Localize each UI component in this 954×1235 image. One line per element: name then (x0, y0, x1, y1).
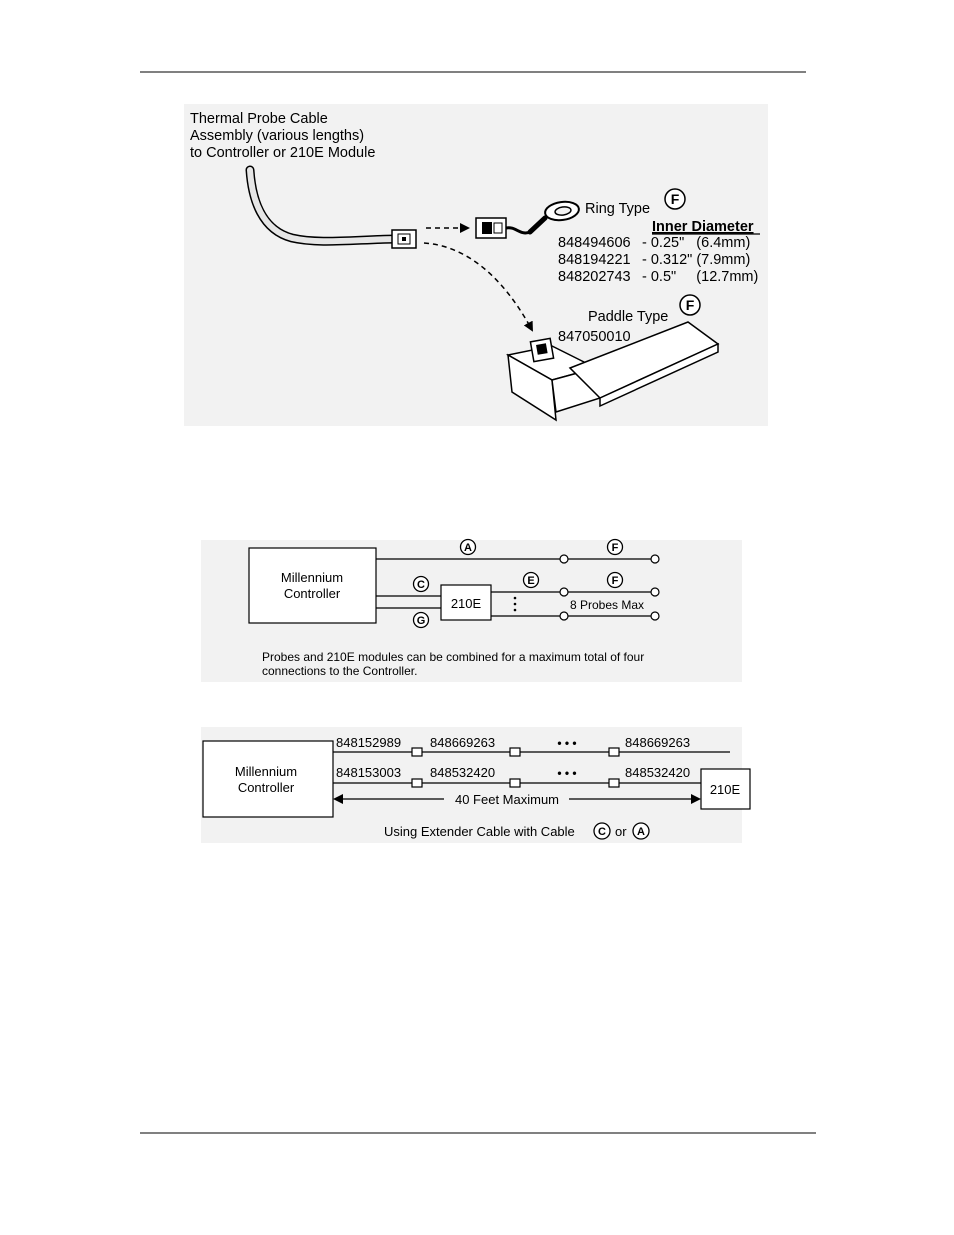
splice-connector (509, 747, 521, 757)
probes-max-label: 8 Probes Max (570, 598, 644, 612)
module-210e-label: 210E (710, 782, 741, 797)
splice-connector (411, 778, 423, 788)
cable-connector-icon (391, 229, 417, 249)
controller-label-line-2: Controller (238, 780, 295, 795)
combination-note-line-1: Probes and 210E modules can be combined … (262, 650, 644, 664)
module-210e-box (440, 584, 492, 621)
module-210e-box (700, 768, 751, 810)
bottom-part-number: 848532420 (430, 765, 495, 780)
probe-start (559, 611, 569, 621)
marker-c (412, 575, 430, 593)
controller-label-line-2: Controller (284, 586, 341, 601)
ring-type-marker (664, 188, 686, 210)
marker-f-letter: F (612, 575, 619, 587)
cable-a-probe-end (650, 554, 660, 564)
vertical-ellipsis-icon (513, 596, 517, 612)
marker-f (606, 571, 624, 589)
module-210e-label: 210E (451, 596, 482, 611)
caption-or: or (615, 824, 627, 839)
combination-note-line-2: connections to the Controller. (262, 664, 417, 678)
bottom-part-number: 848153003 (336, 765, 401, 780)
probe-start (559, 587, 569, 597)
probe-cable-inner (247, 167, 397, 245)
marker-f (606, 538, 624, 556)
cable-a-probe-start (559, 554, 569, 564)
ring-part-number: 848494606 (558, 235, 631, 251)
paddle-type-marker (679, 294, 701, 316)
bottom-part-number: 848532420 (625, 765, 690, 780)
marker-c-letter: C (417, 579, 425, 591)
cable-label-line-3: to Controller or 210E Module (190, 145, 375, 161)
probe-end (650, 611, 660, 621)
marker-a-letter: A (464, 542, 472, 554)
paddle-type-marker-letter: F (686, 297, 695, 313)
caption-marker-a-letter: A (637, 826, 645, 838)
top-ellipsis: • • • (557, 736, 576, 750)
paddle-part-number: 847050010 (558, 329, 631, 345)
ring-terminal-icon (475, 200, 580, 239)
top-part-number: 848669263 (625, 735, 690, 750)
bottom-ellipsis: • • • (557, 766, 576, 780)
ring-part-spec: - 0.5" (12.7mm) (642, 269, 758, 285)
splice-connector (509, 778, 521, 788)
top-part-number: 848152989 (336, 735, 401, 750)
max-length-label: 40 Feet Maximum (455, 792, 559, 807)
cable-label-line-1: Thermal Probe Cable (190, 111, 328, 127)
controller-box (248, 547, 377, 624)
marker-e-letter: E (527, 575, 534, 587)
paddle-bracket-icon (505, 321, 720, 422)
controller-label-line-1: Millennium (281, 570, 343, 585)
figure-extender-cable: Millennium Controller 848152989 84866926… (201, 727, 751, 843)
marker-f-letter: F (612, 542, 619, 554)
ring-type-marker-letter: F (671, 191, 680, 207)
marker-e (522, 571, 540, 589)
splice-connector (411, 747, 423, 757)
ring-part-spec: - 0.312" (7.9mm) (642, 252, 750, 268)
controller-label-line-1: Millennium (235, 764, 297, 779)
arrow-to-paddle-type (423, 242, 533, 332)
cable-label-line-2: Assembly (various lengths) (190, 128, 364, 144)
ring-part-number: 848202743 (558, 269, 631, 285)
controller-box (202, 740, 334, 818)
top-part-number: 848669263 (430, 735, 495, 750)
inner-diameter-header: Inner Diameter (652, 219, 754, 235)
ring-part-spec: - 0.25" (6.4mm) (642, 235, 750, 251)
extender-caption: Using Extender Cable with Cable (384, 824, 575, 839)
splice-connector (608, 778, 620, 788)
figure-controller-wiring: Millennium Controller A F C G 210E (201, 538, 742, 682)
probe-end (650, 587, 660, 597)
splice-connector (608, 747, 620, 757)
marker-g (412, 611, 430, 629)
caption-marker-c (593, 822, 611, 840)
caption-marker-c-letter: C (598, 826, 606, 838)
ring-type-label: Ring Type (585, 201, 650, 217)
marker-a (459, 538, 477, 556)
marker-g-letter: G (417, 615, 426, 627)
ring-part-number: 848194221 (558, 252, 631, 268)
figure-probe-assembly: Thermal Probe Cable Assembly (various le… (184, 104, 768, 426)
paddle-type-label: Paddle Type (588, 309, 668, 325)
caption-marker-a (632, 822, 650, 840)
